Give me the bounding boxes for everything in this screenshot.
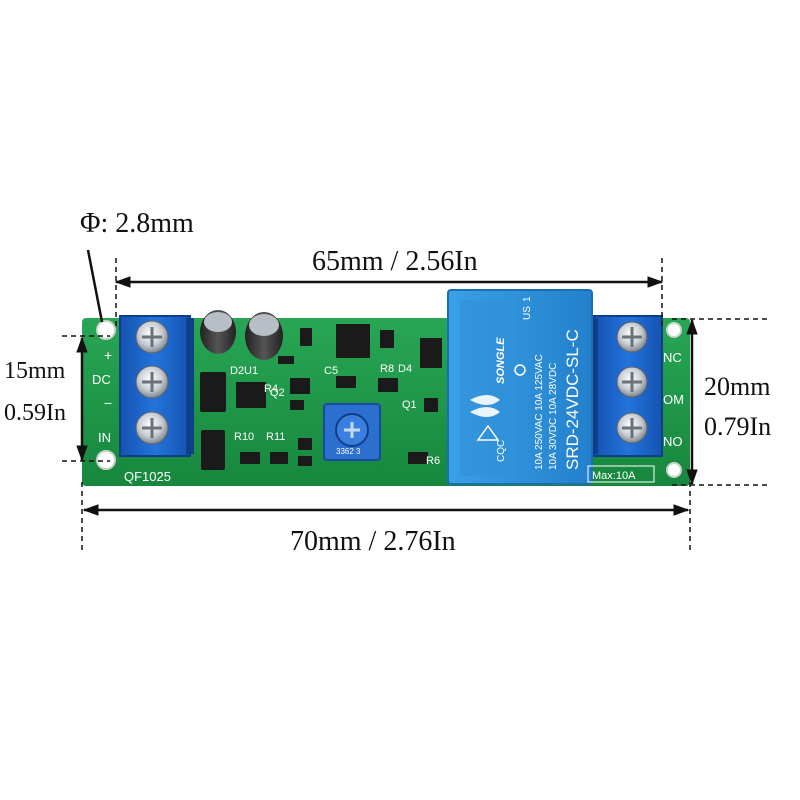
silk-q2: Q2 [270,387,285,399]
silk-d4: D4 [398,363,412,375]
silk-max-current: Max:10A [592,470,636,482]
capacitor [200,310,283,360]
top-width-label: 65mm / 2.56In [312,246,478,277]
silk-q1: Q1 [402,399,417,411]
mounting-hole-icon [666,462,682,478]
mounting-hole-icon [666,322,682,338]
right-height-in-label: 0.79In [704,412,772,441]
mounting-hole-icon [96,450,116,470]
input-terminal-block [119,315,194,457]
silk-minus: − [104,395,112,411]
relay-cqc: CQC [496,440,507,462]
relay-us: US [522,306,533,320]
silk-plus: + [104,347,112,363]
relay [447,289,593,485]
hole-diameter-label: Φ: 2.8mm [80,208,194,239]
relay-model: SRD-24VDC-SL-C [563,329,582,470]
relay-num: 1 [522,296,533,302]
silk-in: IN [98,430,111,445]
output-terminal-block [590,315,663,457]
silk-dc: DC [92,372,111,387]
left-height-mm-label: 15mm [4,358,66,384]
left-height-in-label: 0.59In [4,400,66,426]
silk-r4: R4 [264,383,278,395]
right-height-mm-label: 20mm [704,372,771,401]
mounting-hole-icon [96,320,116,340]
relay-brand: SONGLE [495,337,507,384]
relay-rating-1: 10A 250VAC 10A 125VAC [534,354,545,470]
pot-label: 3362 3 [336,447,361,456]
silk-d2u1: D2U1 [230,365,258,377]
silk-r6: R6 [426,455,440,467]
silk-no: NO [663,434,683,449]
dimension-lines [62,249,770,550]
silk-r11: R11 [266,431,285,443]
silk-r10: R10 [234,431,254,443]
relay-rating-2: 10A 30VDC 10A 28VDC [548,363,559,470]
silk-com: OM [663,392,684,407]
bottom-width-label: 70mm / 2.76In [290,526,456,557]
components [200,324,442,470]
silk-nc: NC [663,350,682,365]
silk-model: QF1025 [124,469,171,484]
potentiometer [323,403,381,461]
silk-r8: R8 [380,363,394,375]
silk-c5: C5 [324,365,338,377]
